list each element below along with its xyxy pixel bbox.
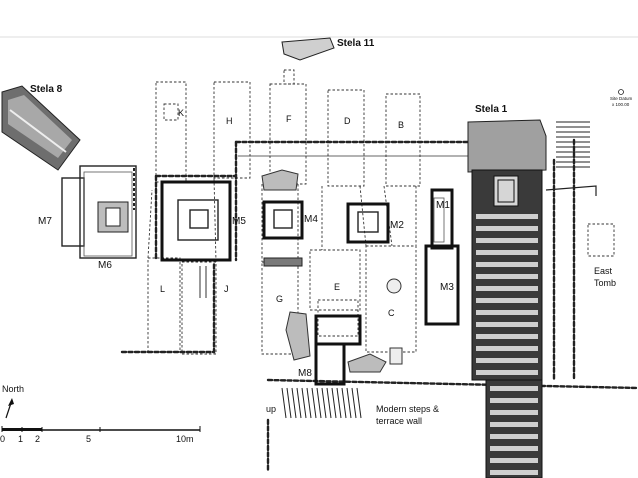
stone-course <box>476 250 538 255</box>
stone-course <box>490 470 538 475</box>
label-m7: M7 <box>38 216 52 227</box>
label-m1: M1 <box>436 200 450 211</box>
scale-tick-5: 5 <box>86 434 91 444</box>
structure-m4 <box>262 200 304 240</box>
rubble-walls <box>120 138 638 472</box>
stone-course <box>476 238 538 243</box>
step-line <box>331 387 337 419</box>
stone-course <box>476 214 538 219</box>
stone-course <box>476 322 538 327</box>
stela-8-stone <box>1 85 81 171</box>
label-m8: M8 <box>298 368 312 379</box>
label-trench-g: G <box>276 294 283 304</box>
label-site-datum: Site Datum <box>610 96 633 101</box>
structure-m7-m6 <box>61 165 137 259</box>
scale-tick-1: 1 <box>18 434 23 444</box>
label-m6: M6 <box>98 260 112 271</box>
excavation-trenches <box>147 69 421 355</box>
east-tomb-outline <box>587 223 615 257</box>
scale-tick-10m: 10m <box>176 434 194 444</box>
stone-course <box>476 310 538 315</box>
label-trench-e: E <box>334 282 340 292</box>
modern-steps <box>281 387 362 419</box>
label-m5: M5 <box>232 216 246 227</box>
step-line <box>306 387 312 419</box>
label-stela-11: Stela 11 <box>337 38 375 49</box>
stone-course <box>490 446 538 451</box>
label-trench-j: J <box>224 284 229 294</box>
step-line <box>291 387 297 419</box>
label-tomb: Tomb <box>594 278 616 288</box>
label-stela-1: Stela 1 <box>475 104 508 115</box>
stone-course <box>476 226 538 231</box>
staircase-east <box>556 121 590 168</box>
step-line <box>341 387 347 419</box>
label-trench-d: D <box>344 116 351 126</box>
stone-course <box>476 370 538 375</box>
stone-course-bands <box>476 214 538 375</box>
label-trench-k: K <box>178 108 184 118</box>
label-m2: M2 <box>390 220 404 231</box>
label-trench-c: C <box>388 308 395 318</box>
stone-course <box>476 358 538 363</box>
step-line <box>286 387 292 419</box>
scale-bar <box>1 426 201 432</box>
label-trench-f: F <box>286 114 292 124</box>
structure-m2 <box>346 202 390 244</box>
east-wall-line <box>545 185 597 196</box>
scale-tick-2: 2 <box>35 434 40 444</box>
label-datum-value: x 100.00 <box>612 102 630 107</box>
label-modern-steps: Modern steps & <box>376 404 439 414</box>
label-north: North <box>2 384 24 394</box>
step-line <box>301 387 307 419</box>
label-trench-h: H <box>226 116 233 126</box>
label-trench-b: B <box>398 120 404 130</box>
step-line <box>351 387 357 419</box>
label-up: up <box>266 404 276 414</box>
stone-course <box>490 410 538 415</box>
step-line <box>321 387 327 419</box>
step-line <box>296 387 302 419</box>
stone-course-bands-lower <box>490 386 538 475</box>
step-line <box>281 387 287 419</box>
stone-course <box>476 334 538 339</box>
label-stela-8: Stela 8 <box>30 84 63 95</box>
step-line <box>356 387 362 419</box>
stone-course <box>476 286 538 291</box>
step-line <box>346 387 352 419</box>
stone-course <box>476 346 538 351</box>
stone-course <box>490 398 538 403</box>
structure-m8 <box>199 266 403 386</box>
stone-course <box>490 458 538 463</box>
boulder-north <box>261 169 299 191</box>
stone-slab <box>263 257 303 267</box>
stone-course <box>476 274 538 279</box>
scale-tick-0: 0 <box>0 434 5 444</box>
structure-m5 <box>160 180 232 262</box>
stone-course <box>490 386 538 391</box>
stone-course <box>476 262 538 267</box>
label-east: East <box>594 266 613 276</box>
step-line <box>336 387 342 419</box>
step-line <box>311 387 317 419</box>
stone-course <box>476 298 538 303</box>
north-arrow-icon <box>5 398 14 419</box>
stone-course <box>490 422 538 427</box>
structure-m1-m3 <box>424 188 460 326</box>
datum-marker-icon <box>618 89 624 95</box>
stela-11-stone <box>281 37 335 61</box>
label-m4: M4 <box>304 214 318 225</box>
step-line <box>326 387 332 419</box>
step-line <box>316 387 322 419</box>
label-terrace-wall: terrace wall <box>376 416 422 426</box>
label-m3: M3 <box>440 282 454 293</box>
stone-course <box>490 434 538 439</box>
stela-1-stone <box>467 119 547 478</box>
label-trench-l: L <box>160 284 165 294</box>
